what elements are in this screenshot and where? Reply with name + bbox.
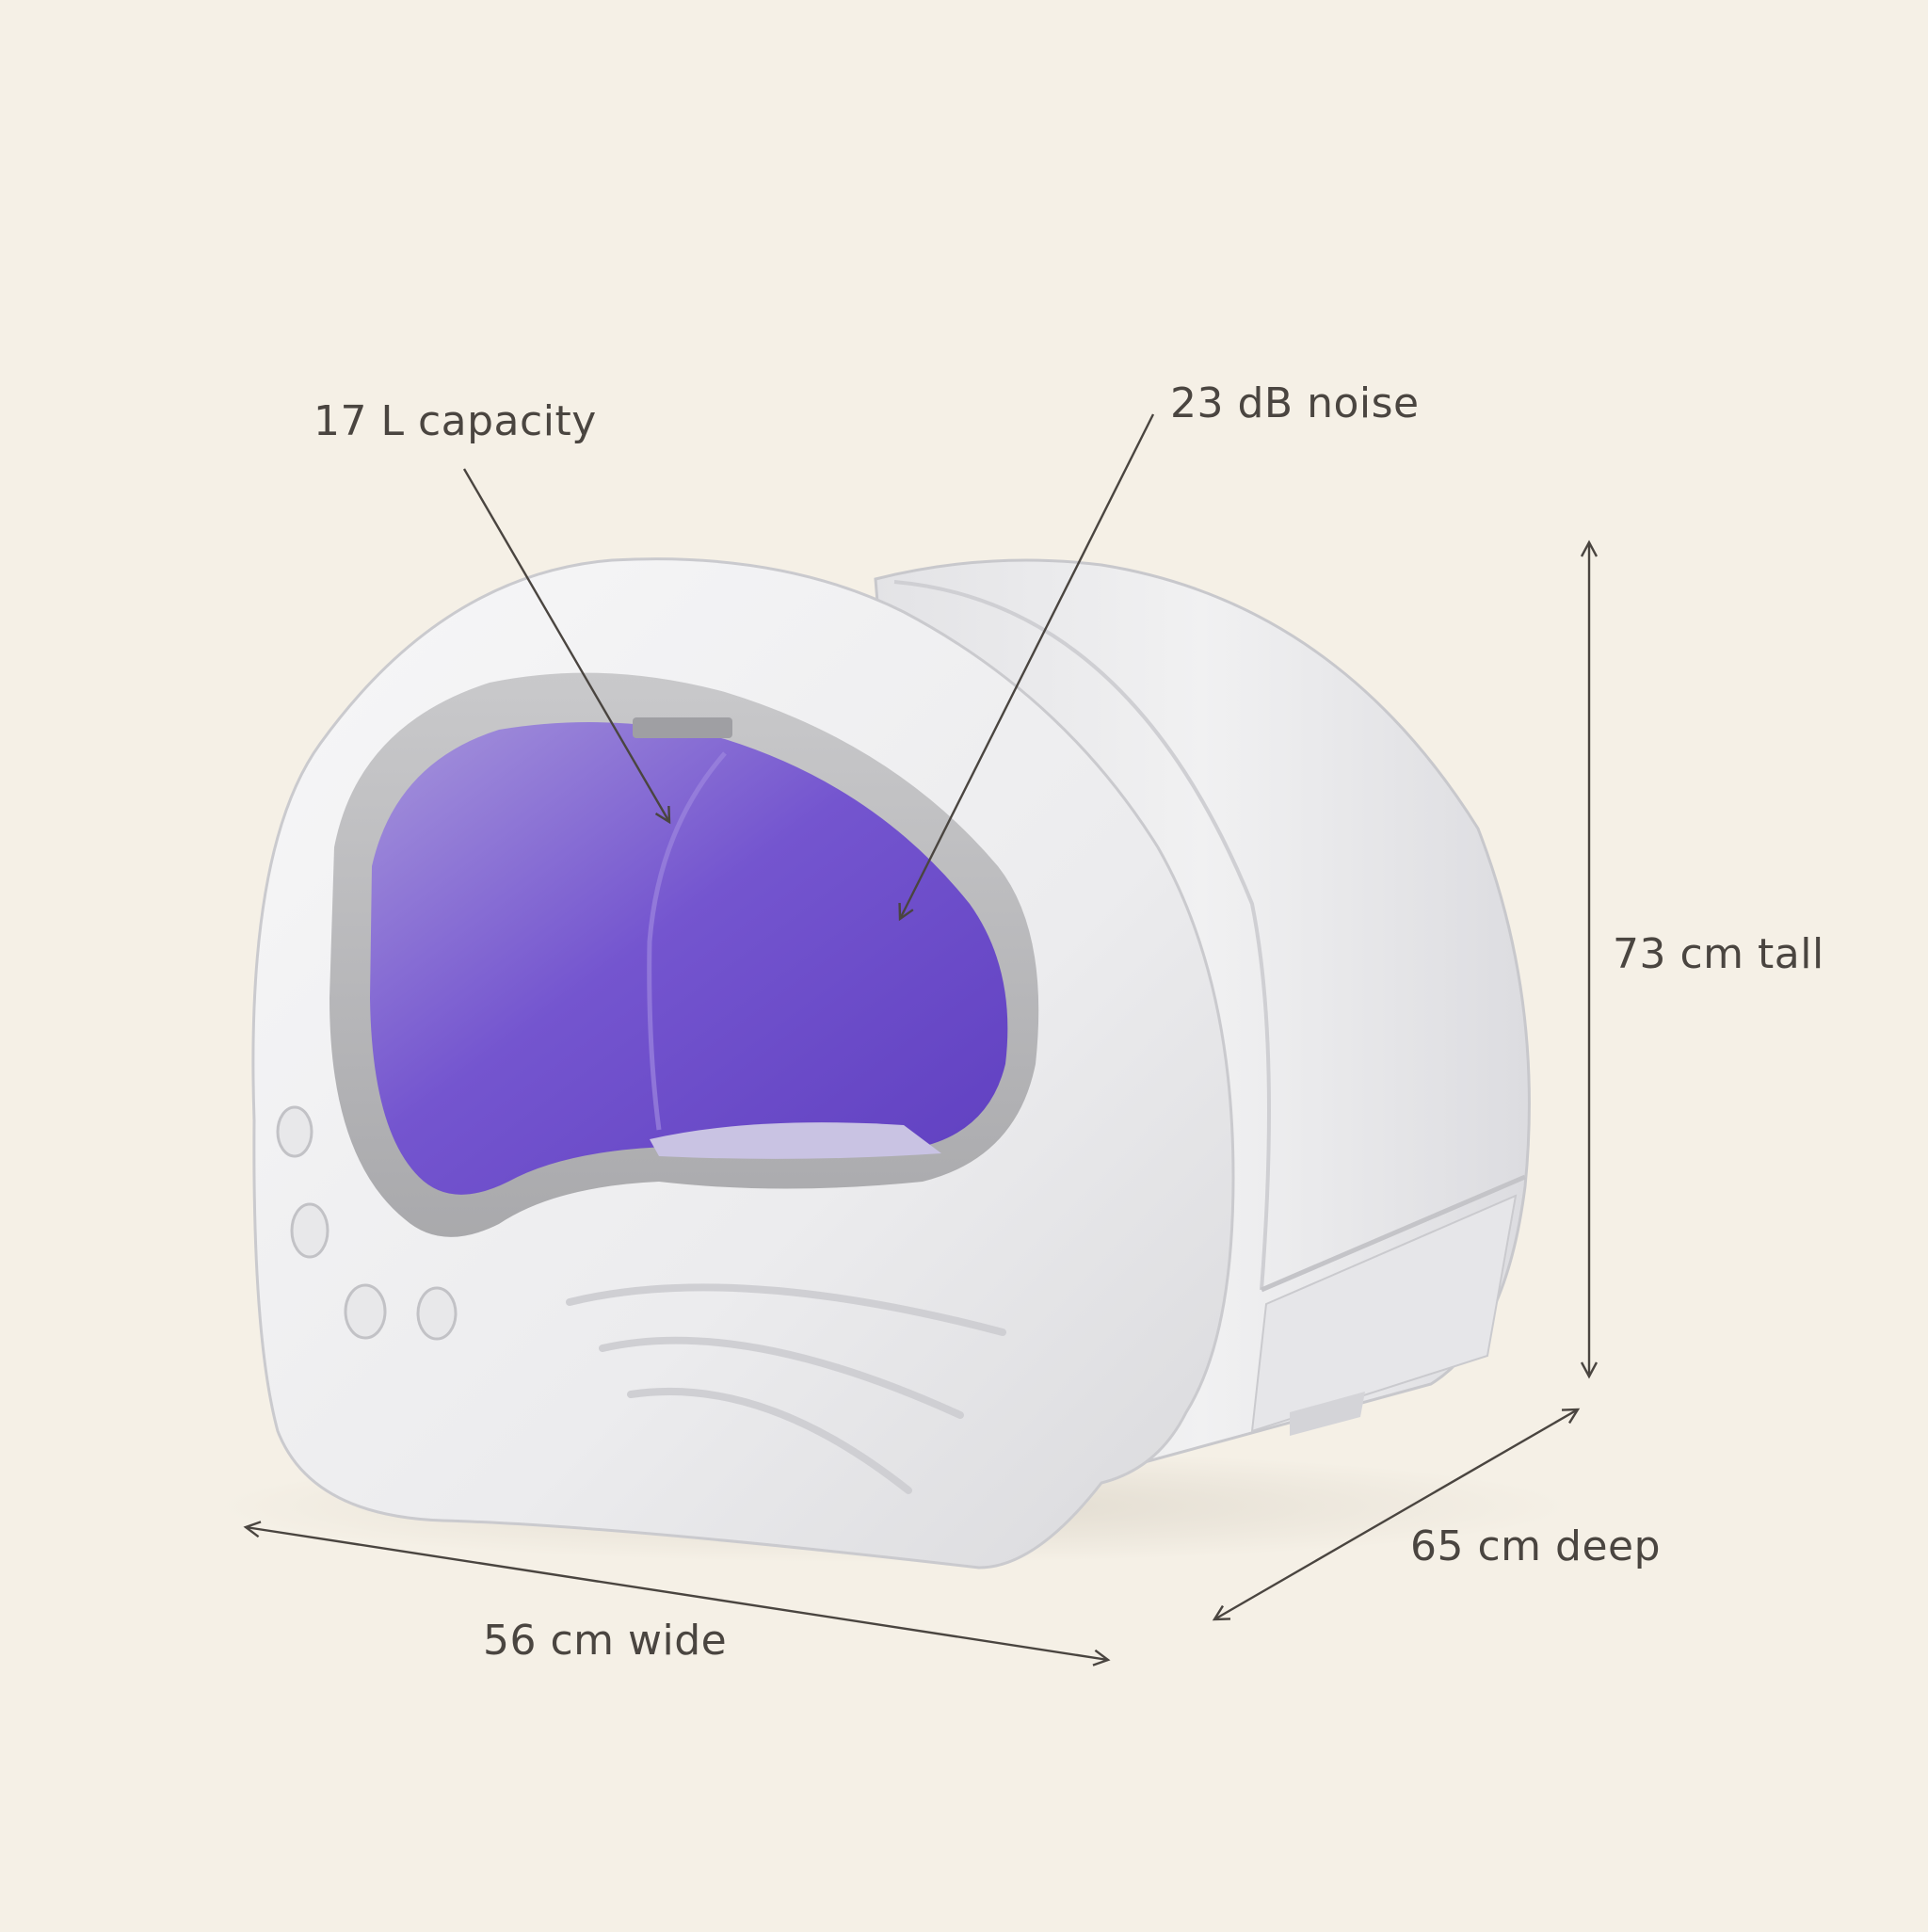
litter-grate — [650, 1122, 941, 1159]
width-dimension-arrow — [243, 1521, 1111, 1666]
wave-groove-3 — [627, 1387, 912, 1494]
control-button-2[interactable] — [290, 1202, 329, 1259]
control-button-1[interactable] — [276, 1105, 313, 1158]
depth-label: 65 cm deep — [1410, 1522, 1662, 1570]
wave-groove-2 — [599, 1336, 964, 1419]
capacity-label: 17 L capacity — [313, 397, 597, 445]
width-label: 56 cm wide — [483, 1617, 728, 1665]
drawer-seam — [1261, 1174, 1526, 1293]
wave-groove-1 — [566, 1283, 1006, 1336]
control-button-3[interactable] — [344, 1283, 387, 1340]
capacity-leader-arrow — [462, 468, 671, 825]
noise-label: 23 dB noise — [1170, 379, 1420, 427]
depth-dimension-arrow — [1212, 1408, 1581, 1621]
interior-chamber — [370, 722, 1008, 1195]
control-button-4[interactable] — [416, 1286, 458, 1341]
interior-divider — [647, 751, 727, 1131]
side-seam — [893, 580, 1271, 1291]
height-label: 73 cm tall — [1613, 930, 1824, 978]
noise-leader-arrow — [898, 413, 1155, 922]
top-latch — [633, 717, 732, 738]
waste-drawer — [1250, 1194, 1518, 1433]
